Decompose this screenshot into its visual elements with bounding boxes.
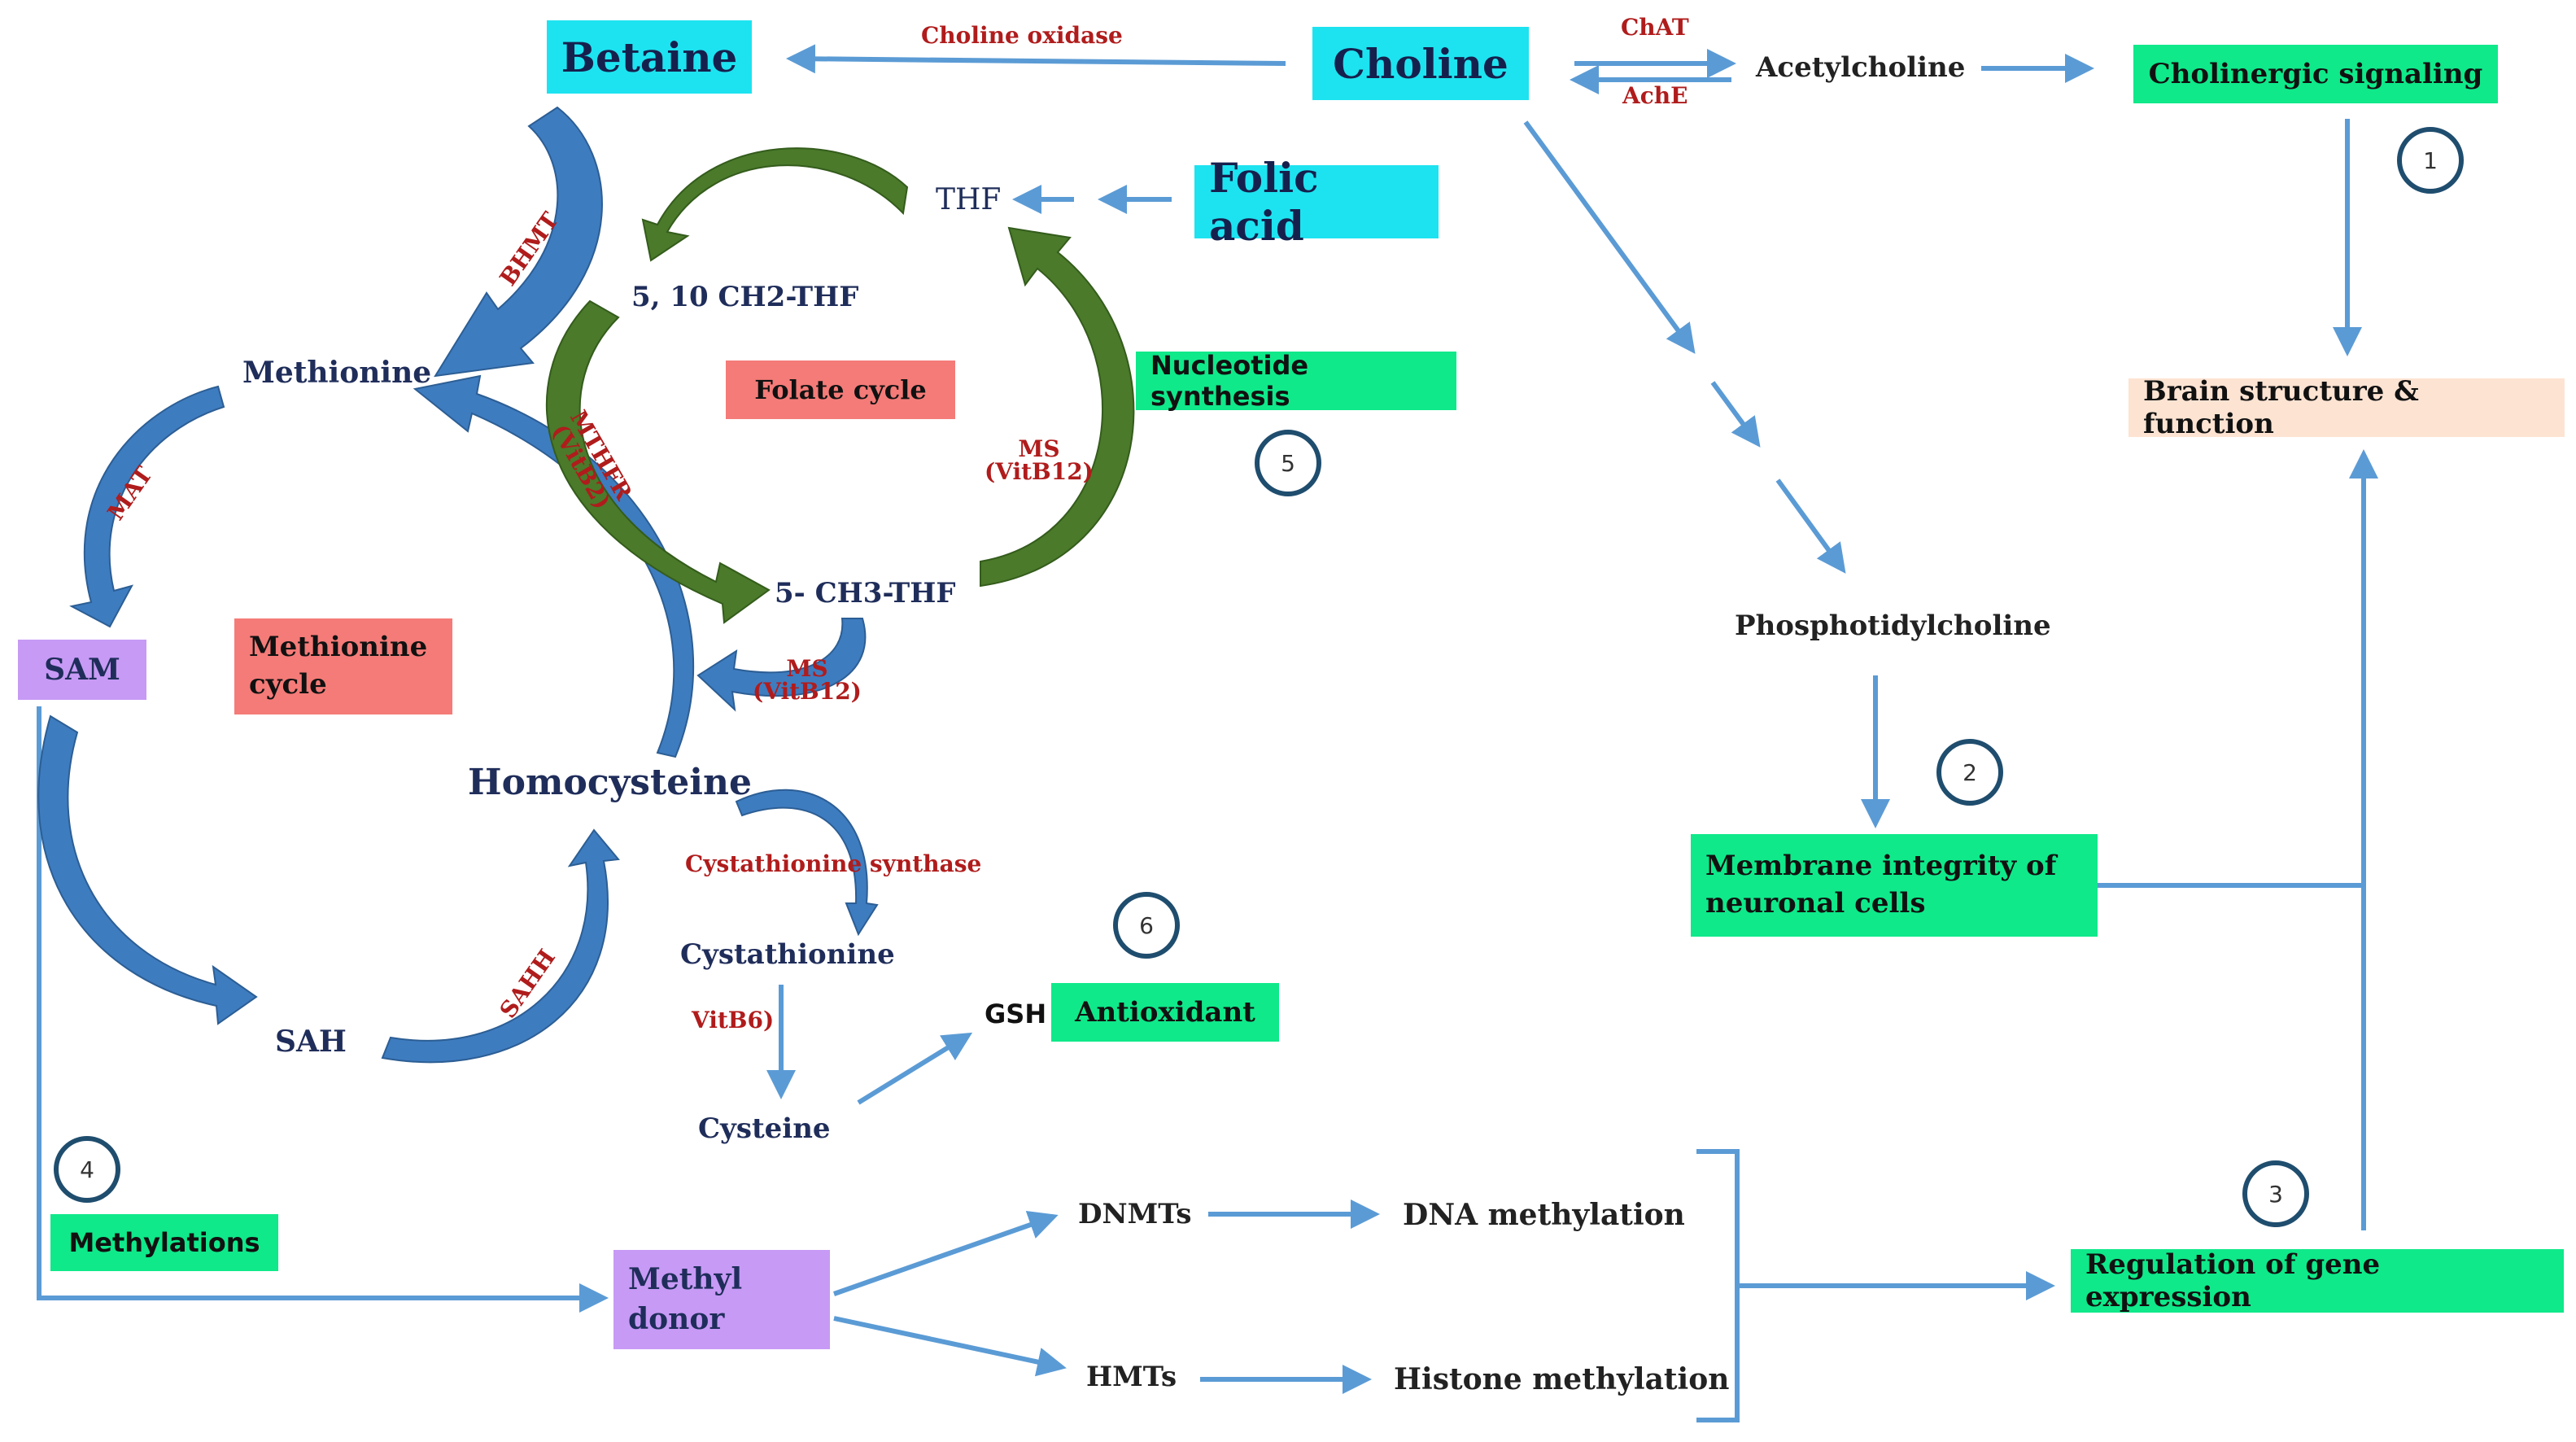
sah-label: SAH: [275, 1025, 347, 1059]
choline-box: Choline: [1312, 27, 1529, 100]
gene-expression-box: Regulation of gene expression: [2071, 1248, 2564, 1313]
gene-expression-label: Regulation of gene expression: [2085, 1248, 2381, 1313]
chat-label: ChAT: [1621, 14, 1689, 41]
antioxidant-label: Antioxidant: [1075, 996, 1255, 1029]
antioxidant-box: Antioxidant: [1051, 983, 1279, 1042]
choline-to-pc-arrow-b: [1710, 381, 1761, 448]
choline-oxidase-label: Choline oxidase: [921, 22, 1123, 49]
sam-box: SAM: [18, 640, 146, 700]
marker-3: 3: [2242, 1160, 2309, 1227]
mat-arrow: [69, 385, 225, 628]
choline-label: Choline: [1333, 39, 1508, 88]
folic-acid-box: Folic acid: [1194, 154, 1439, 250]
vitb6-label: VitB6): [692, 1007, 775, 1033]
donor-to-dnmts-arrow: [833, 1210, 1059, 1296]
ms-lower-label: MS (VitB12): [753, 655, 862, 705]
methyl-donor-box: Methyl donor: [613, 1250, 830, 1349]
ch3-thf-label: 5- CH3-THF: [775, 577, 956, 610]
cysteine-to-gsh-arrow: [857, 1032, 973, 1105]
dna-methylation-label: DNA methylation: [1403, 1198, 1685, 1232]
gsh-label: GSH: [985, 998, 1047, 1029]
bhmt-arrow: [434, 106, 603, 378]
histone-methylation-label: Histone methylation: [1394, 1362, 1730, 1396]
brain-structure-box: Brain structure & function: [2128, 375, 2565, 440]
dnmts-label: DNMTs: [1078, 1198, 1192, 1230]
methylations-box: Methylations: [50, 1214, 278, 1271]
ms-right-arrow: [980, 226, 1135, 588]
phosphatidylcholine-label: Phosphotidylcholine: [1735, 610, 2051, 642]
nucleotide-synthesis-box: Nucleotide synthesis: [1136, 350, 1456, 412]
membrane-integrity-box: Membrane integrity of neuronal cells: [1691, 834, 2098, 937]
methyl-donor-label: Methyl donor: [628, 1262, 743, 1336]
cystathionine-synthase-label: Cystathionine synthase: [685, 850, 982, 877]
methylations-label: Methylations: [68, 1227, 260, 1258]
folate-cycle-label: Folate cycle: [754, 374, 927, 405]
sam-label: SAM: [44, 653, 120, 687]
marker-4: 4: [54, 1136, 120, 1203]
marker-5: 5: [1255, 430, 1321, 496]
thf-to-ch2thf-arrow: [641, 147, 909, 262]
nucleotide-synthesis-label: Nucleotide synthesis: [1150, 350, 1309, 412]
choline-to-betaine-arrow: [786, 44, 1286, 74]
cbs-arrow: [735, 789, 879, 937]
brain-structure-label: Brain structure & function: [2143, 375, 2419, 440]
sam-to-sah-arrow: [37, 714, 258, 1025]
cystathionine-label: Cystathionine: [680, 938, 895, 971]
choline-to-pc-arrow-c: [1775, 478, 1846, 574]
folic-acid-label: Folic acid: [1209, 154, 1319, 250]
betaine-box: Betaine: [547, 20, 752, 94]
hmts-label: HMTs: [1086, 1361, 1177, 1393]
choline-to-pc-arrow-a: [1523, 120, 1696, 354]
ms-lower-arrow: [696, 618, 867, 712]
cysteine-label: Cysteine: [698, 1112, 831, 1145]
cholinergic-signaling-box: Cholinergic signaling: [2133, 45, 2498, 103]
sam-to-methyl-donor-arrow: [37, 706, 609, 1313]
sahh-arrow: [381, 828, 620, 1064]
thf-label: THF: [936, 183, 1002, 216]
ms-right-label: MS (VitB12): [985, 435, 1094, 485]
betaine-label: Betaine: [561, 33, 738, 81]
marker-2: 2: [1936, 739, 2003, 806]
marker-6: 6: [1113, 892, 1180, 959]
ch2-thf-label: 5, 10 CH2-THF: [631, 281, 859, 313]
donor-to-hmts-arrow: [833, 1316, 1067, 1377]
mthfr-arrow: [546, 299, 771, 624]
acetylcholine-label: Acetylcholine: [1756, 51, 1966, 84]
cholinergic-signaling-label: Cholinergic signaling: [2148, 58, 2483, 90]
membrane-integrity-label: Membrane integrity of neuronal cells: [1705, 850, 2057, 920]
marker-1: 1: [2397, 127, 2464, 194]
methionine-label: Methionine: [242, 356, 432, 390]
methionine-cycle-label: Methionine cycle: [249, 631, 428, 701]
homocysteine-label: Homocysteine: [468, 762, 752, 803]
ache-label: AchE: [1622, 82, 1688, 109]
methionine-cycle-box: Methionine cycle: [234, 618, 452, 714]
folate-cycle-box: Folate cycle: [726, 360, 955, 419]
